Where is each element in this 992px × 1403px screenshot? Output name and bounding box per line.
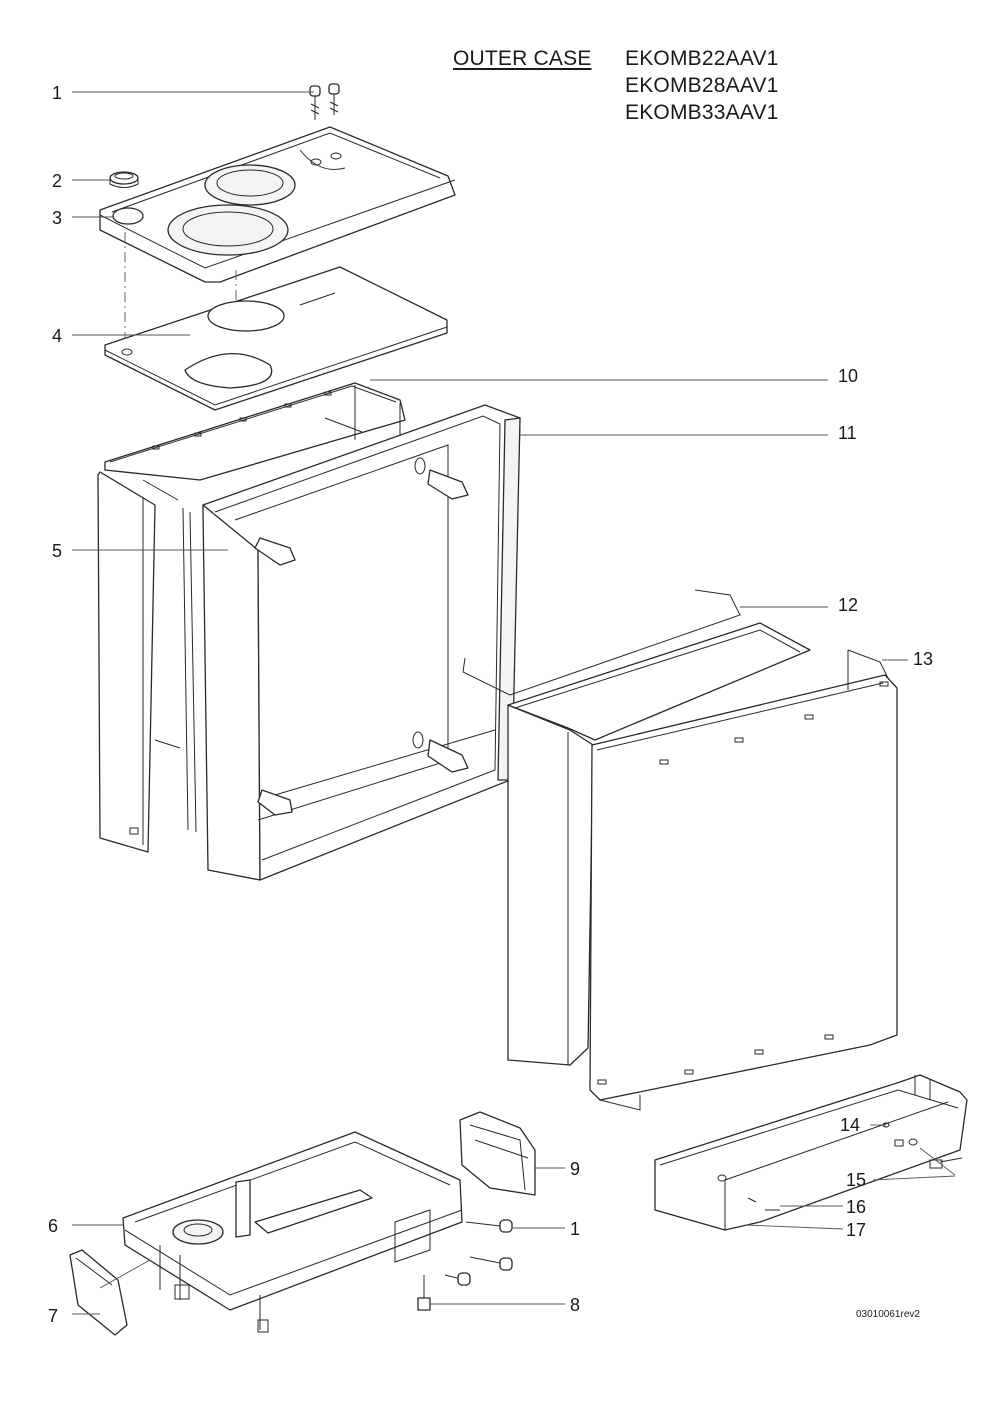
callout-12: 12	[838, 595, 858, 615]
callout-2: 2	[52, 171, 62, 191]
grommet	[109, 171, 139, 188]
main-chassis	[202, 404, 521, 881]
callout-6: 6	[48, 1216, 58, 1236]
clip	[417, 1275, 431, 1311]
drawing-reference-code: 03010061rev2	[856, 1309, 920, 1320]
callout-1: 1	[52, 83, 62, 103]
outer-case-side	[507, 622, 811, 1066]
section-title: OUTER CASE	[453, 47, 592, 70]
callout-14: 14	[840, 1115, 860, 1135]
callout-17: 17	[846, 1220, 866, 1240]
callout-1-lower: 1	[570, 1219, 580, 1239]
callout-10: 10	[838, 366, 858, 386]
lower-front-cover	[654, 1074, 968, 1231]
wire-clip	[462, 589, 741, 696]
leader-lines	[72, 91, 956, 1315]
rear-frame	[104, 382, 406, 481]
insulation-panel	[104, 266, 448, 411]
base-screws	[444, 1219, 513, 1286]
callout-9: 9	[570, 1159, 580, 1179]
front-cover	[589, 649, 898, 1111]
base-tray	[122, 1131, 463, 1333]
callout-8: 8	[570, 1295, 580, 1315]
callout-13: 13	[913, 649, 933, 669]
callout-5: 5	[52, 541, 62, 561]
model-code: EKOMB22AAV1	[625, 47, 779, 70]
callouts: 1 2 3 4 5 10 11 12 13 6 7 9 1 8 14 15 16…	[48, 83, 933, 1326]
top-cover	[99, 126, 456, 283]
small-door	[69, 1249, 128, 1336]
callout-3: 3	[52, 208, 62, 228]
callout-7: 7	[48, 1306, 58, 1326]
model-code: EKOMB28AAV1	[625, 74, 779, 97]
cover-flap	[459, 1111, 536, 1196]
top-screws	[309, 83, 340, 120]
model-code: EKOMB33AAV1	[625, 101, 779, 124]
callout-4: 4	[52, 326, 62, 346]
callout-15: 15	[846, 1170, 866, 1190]
callout-16: 16	[846, 1197, 866, 1217]
side-panel-left	[97, 471, 261, 881]
callout-11: 11	[838, 423, 857, 443]
